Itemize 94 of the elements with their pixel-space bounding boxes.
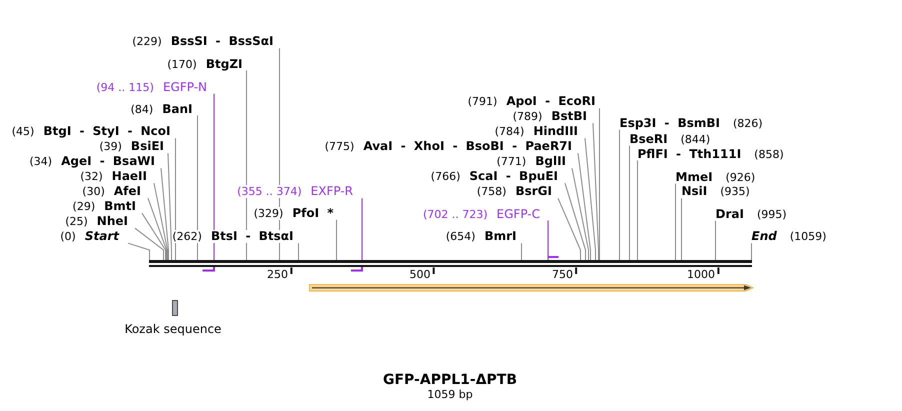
- leader-line: [298, 242, 299, 260]
- enzyme-name: BsrGI: [515, 185, 552, 198]
- cut-site-position: (926): [726, 170, 756, 184]
- leader-line: [134, 228, 164, 260]
- enzyme-name: MmeI: [676, 170, 713, 184]
- leader-line: [197, 115, 198, 260]
- enzyme-name: AgeI - BsaWI: [61, 155, 155, 168]
- scale-label: 1000: [687, 268, 715, 280]
- leader-line: [592, 122, 599, 260]
- cut-site-position: (39): [99, 140, 122, 154]
- cut-site-position: (654): [446, 230, 476, 244]
- cut-site-position: (229): [132, 35, 162, 48]
- cut-site-position: (858): [754, 148, 784, 160]
- leader-line: [715, 220, 716, 260]
- leader-line: [578, 152, 591, 260]
- enzyme-name: NheI: [96, 215, 128, 228]
- cut-site-position: (758): [476, 185, 506, 198]
- cut-site-position: (766): [430, 170, 460, 184]
- cut-site-position: (844): [680, 132, 710, 146]
- enzyme-name: BsiEI: [130, 140, 164, 154]
- leader-line: [336, 219, 337, 260]
- leader-line: [675, 183, 676, 260]
- leader-line: [629, 145, 630, 260]
- sequence-coordinate: (1059): [790, 230, 826, 244]
- sequence-coordinate: (0): [60, 230, 76, 244]
- leader-line: [637, 160, 638, 260]
- primer-range: (702 .. 723): [422, 208, 488, 220]
- enzyme-name: NsiI: [682, 185, 708, 198]
- enzyme-name: Esp3I - BsmBI: [620, 116, 720, 130]
- cut-site-position: (84): [130, 102, 154, 116]
- enzyme-name: HindIII: [533, 125, 578, 138]
- leader-line: [599, 108, 600, 260]
- enzyme-name: BglII: [535, 155, 566, 168]
- leader-line: [148, 198, 167, 260]
- scale-label: 750: [552, 268, 573, 280]
- enzyme-name: BssSI - BssSαI: [170, 35, 274, 48]
- cut-site-position: (170): [167, 58, 197, 70]
- enzyme-name: PfoI *: [292, 206, 334, 220]
- cut-site-position: (775): [324, 140, 354, 154]
- primer-name: EGFP-C: [496, 208, 540, 220]
- enzyme-name: BseRI: [630, 132, 668, 146]
- cut-site-position: (262): [172, 230, 202, 244]
- cut-site-position: (784): [494, 125, 524, 138]
- cut-site-position: (789): [512, 110, 542, 124]
- enzyme-name: HaeII: [112, 170, 147, 184]
- sequence-end-label: End: [752, 230, 777, 244]
- leader-line: [681, 198, 682, 260]
- leader-line: [246, 70, 247, 260]
- leader-line: [168, 152, 172, 260]
- dna-backbone: [149, 260, 752, 267]
- enzyme-name: BtgI - StyI - NcoI: [43, 125, 170, 138]
- enzyme-name: AvaI - XhoI - BsoBI - PaeR7I: [363, 140, 572, 154]
- leader-line: [619, 129, 620, 260]
- primer-range: (94 .. 115): [96, 80, 154, 94]
- sequence-length: 1059 bp: [427, 389, 473, 401]
- enzyme-name: DraI: [716, 208, 744, 221]
- leader-line: [558, 198, 581, 260]
- primer-name: EGFP-N: [162, 80, 207, 94]
- cut-site-position: (771): [496, 155, 526, 168]
- cut-site-position: (45): [12, 125, 34, 138]
- leader-line: [584, 138, 596, 260]
- leader-line: [154, 182, 168, 260]
- leader-line: [160, 168, 169, 260]
- cut-site-position: (791): [468, 95, 498, 108]
- enzyme-name: BtsI - BtsαI: [210, 230, 294, 244]
- leader-line: [572, 168, 589, 260]
- cut-site-position: (935): [720, 185, 750, 198]
- leader-line: [128, 242, 150, 260]
- cut-site-position: (30): [82, 185, 105, 198]
- feature-label: Kozak sequence: [124, 322, 222, 336]
- cut-site-position: (995): [756, 208, 787, 221]
- sequence-end-label: Start: [84, 230, 119, 244]
- enzyme-name: BanI: [162, 102, 192, 116]
- primer-range: (355 .. 374): [237, 185, 302, 198]
- enzyme-name: AfeI: [114, 185, 141, 198]
- enzyme-name: ScaI - BpuEI: [469, 170, 558, 184]
- cut-site-position: (826): [732, 116, 763, 130]
- map-title: GFP-APPL1-ΔPTB: [382, 372, 518, 388]
- leader-line: [175, 138, 176, 260]
- scale-label: 250: [267, 268, 288, 280]
- enzyme-name: BstBI: [551, 110, 587, 124]
- cut-site-position: (329): [254, 206, 284, 220]
- leader-line: [564, 182, 586, 260]
- cut-site-position: (25): [65, 215, 88, 228]
- enzyme-name: PflFI - Tth111I: [638, 148, 742, 160]
- cut-site-position: (29): [72, 200, 96, 214]
- cut-site-position: (34): [30, 155, 52, 168]
- scale-label: 500: [410, 268, 430, 280]
- leader-line: [521, 242, 522, 260]
- leader-line: [751, 242, 752, 260]
- leader-line: [142, 212, 166, 260]
- enzyme-name: BtgZI: [206, 58, 242, 70]
- enzyme-name: ApoI - EcoRI: [506, 95, 596, 108]
- cut-site-position: (32): [80, 170, 103, 184]
